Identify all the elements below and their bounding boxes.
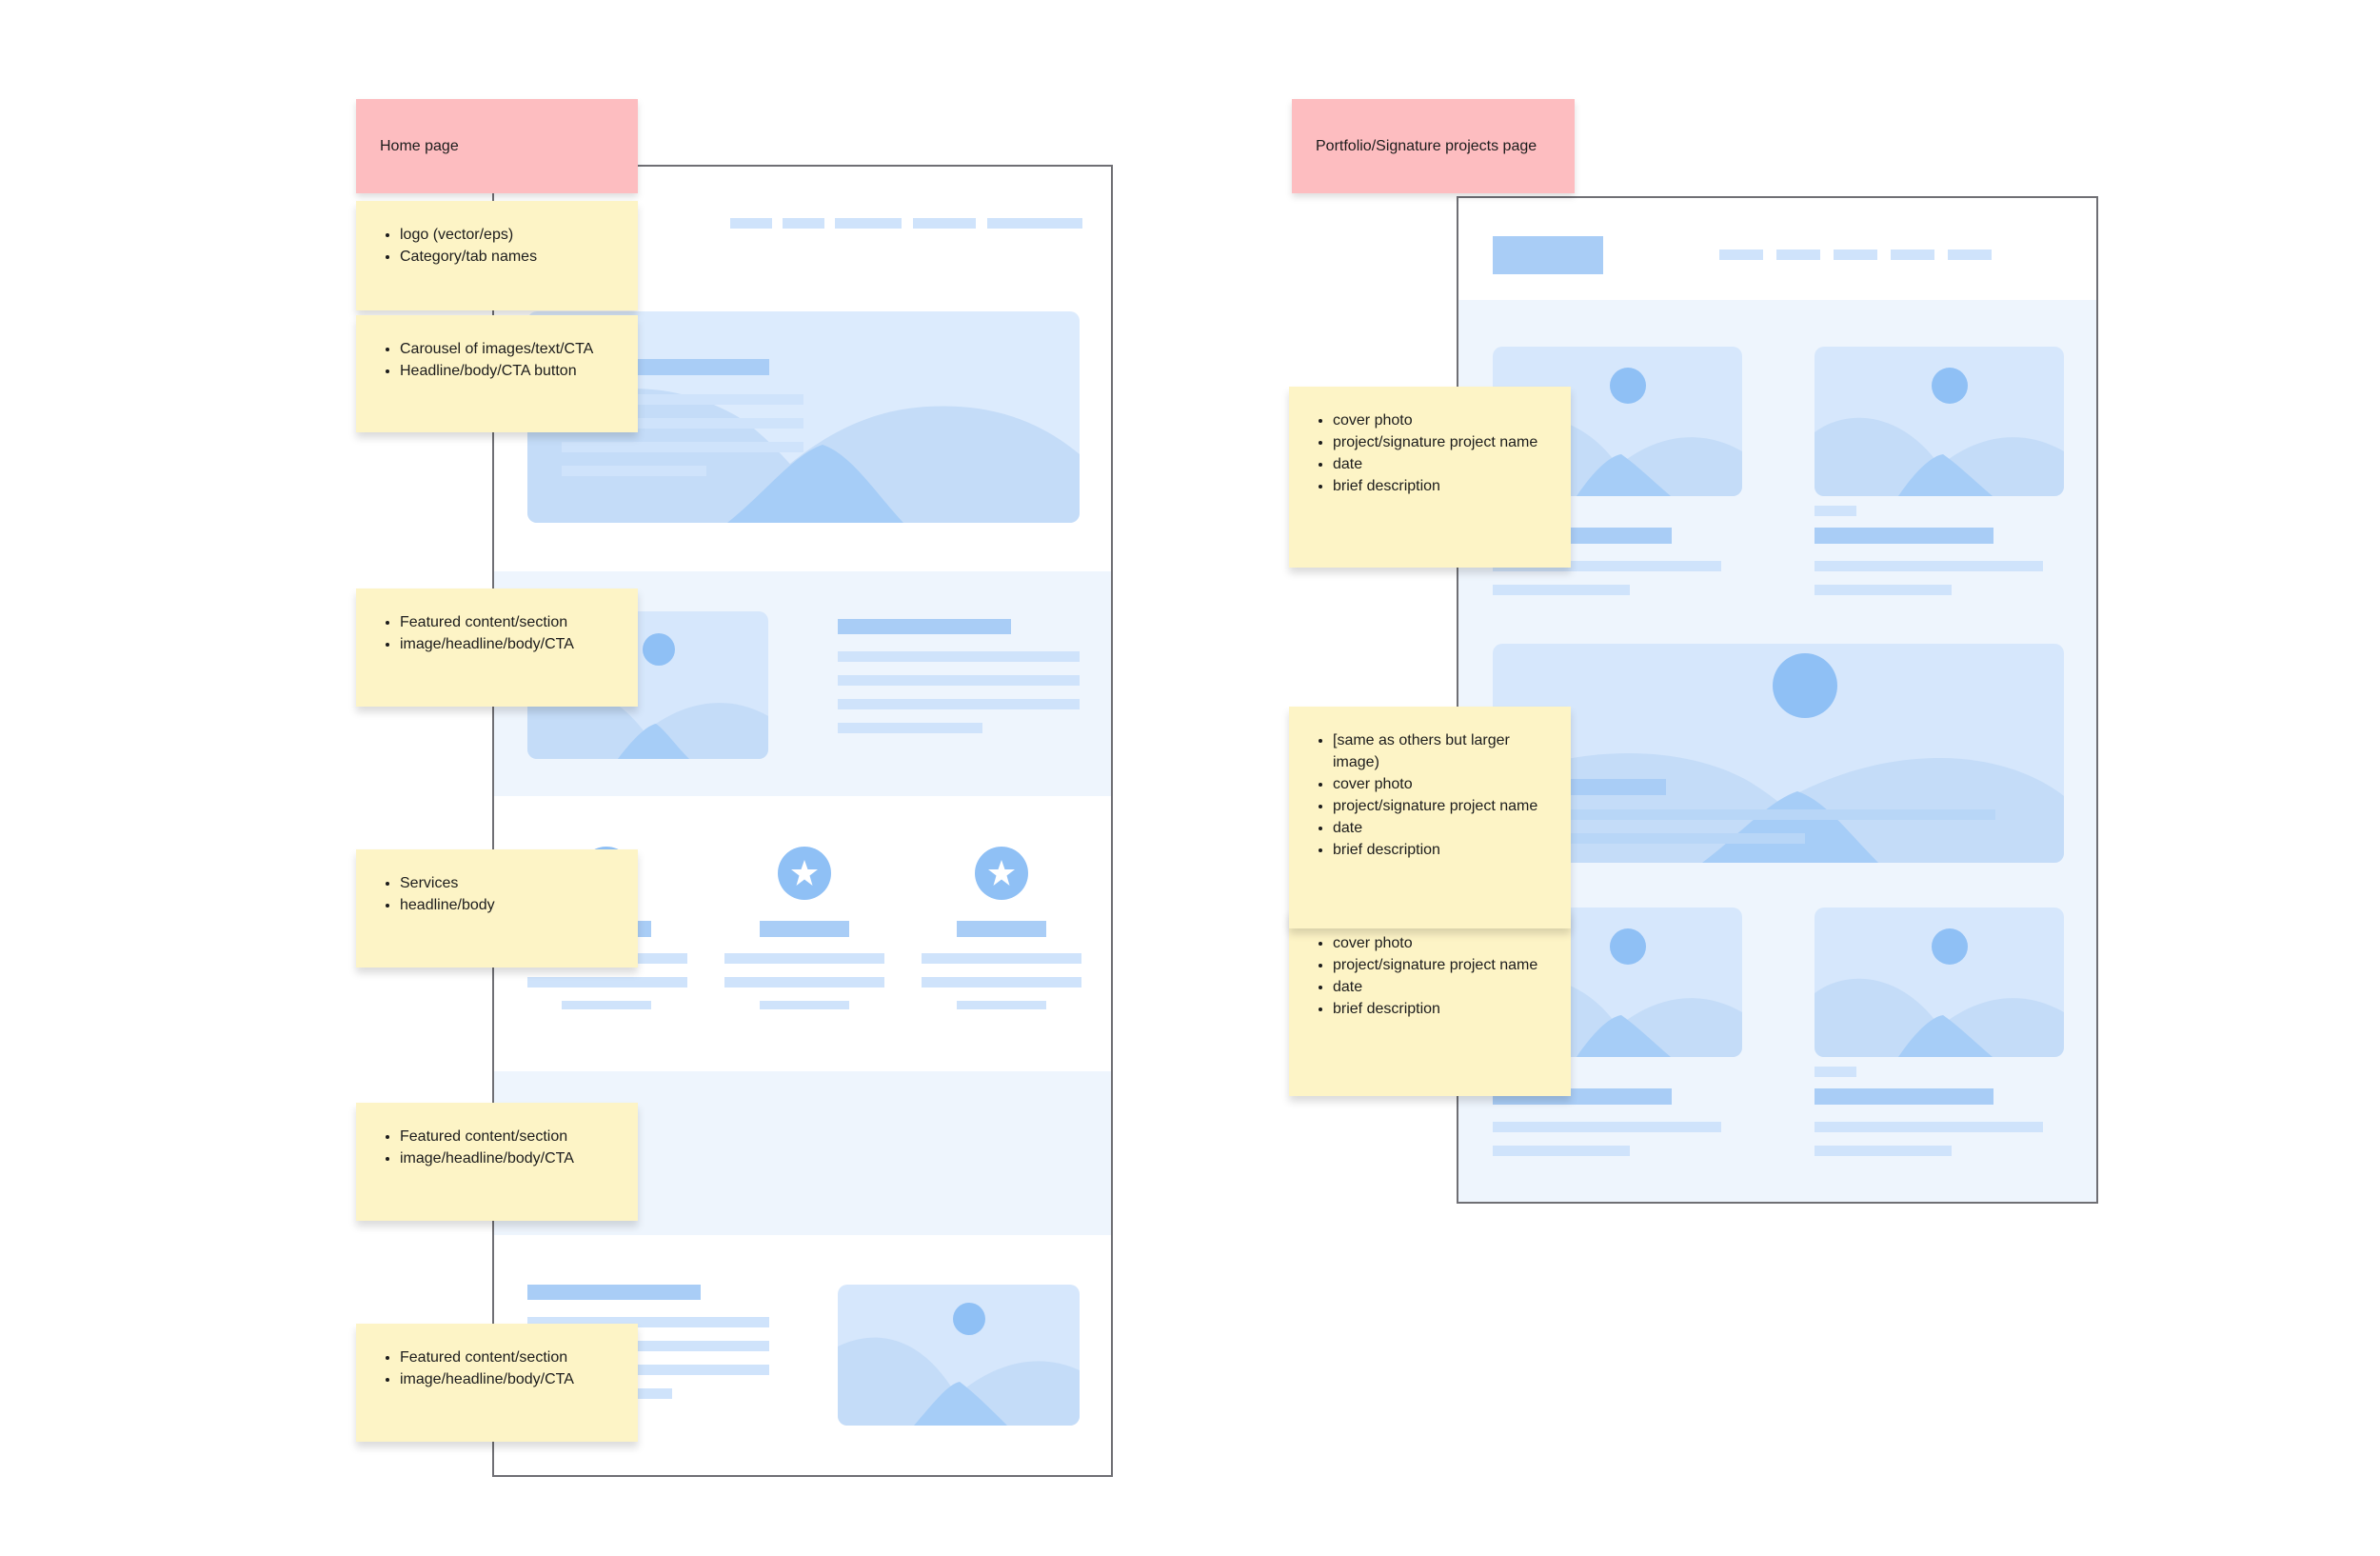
service-star-icon bbox=[778, 847, 831, 900]
note-item: Featured content/section bbox=[400, 611, 615, 633]
home-note-featured-2[interactable]: Featured content/section image/headline/… bbox=[356, 1103, 638, 1221]
project-cover-photo bbox=[1815, 347, 2064, 496]
portfolio-note-signature-project[interactable]: [same as others but larger image) cover … bbox=[1289, 707, 1571, 928]
note-item: brief description bbox=[1333, 475, 1548, 497]
landscape-image-icon bbox=[527, 633, 768, 759]
note-item: Headline/body/CTA button bbox=[400, 360, 615, 382]
portfolio-page-title: Portfolio/Signature projects page bbox=[1316, 137, 1537, 154]
service-text-placeholder bbox=[922, 977, 1081, 987]
featured-headline-placeholder bbox=[527, 1285, 701, 1300]
note-item: date bbox=[1333, 976, 1548, 998]
signature-project-description-placeholder bbox=[1527, 833, 1805, 844]
project-name-placeholder bbox=[1815, 528, 1993, 544]
note-item: logo (vector/eps) bbox=[400, 224, 615, 246]
portfolio-note-project-3[interactable]: cover photo project/signature project na… bbox=[1289, 909, 1571, 1096]
note-item: Featured content/section bbox=[400, 1347, 615, 1368]
note-item: brief description bbox=[1333, 998, 1548, 1020]
note-item: brief description bbox=[1333, 839, 1548, 861]
project-date-placeholder bbox=[1815, 506, 1856, 516]
featured-headline-placeholder bbox=[838, 619, 1011, 634]
home-note-carousel[interactable]: Carousel of images/text/CTA Headline/bod… bbox=[356, 315, 638, 432]
service-text-placeholder bbox=[527, 977, 687, 987]
nav-link-placeholder bbox=[1719, 249, 1763, 260]
project-cover-photo bbox=[1815, 908, 2064, 1057]
portfolio-page-title-tag[interactable]: Portfolio/Signature projects page bbox=[1292, 99, 1575, 193]
project-description-placeholder bbox=[1815, 1122, 2043, 1132]
signature-project-description-placeholder bbox=[1527, 809, 1995, 820]
signature-project-cover-photo bbox=[1493, 644, 2064, 863]
project-date-placeholder bbox=[1815, 1067, 1856, 1077]
featured-text-placeholder bbox=[838, 723, 982, 733]
note-item: project/signature project name bbox=[1333, 954, 1548, 976]
featured-text-placeholder bbox=[838, 675, 1080, 686]
service-text-placeholder bbox=[724, 953, 884, 964]
note-item: Carousel of images/text/CTA bbox=[400, 338, 615, 360]
home-note-featured-1[interactable]: Featured content/section image/headline/… bbox=[356, 588, 638, 707]
hero-text-placeholder bbox=[562, 442, 803, 452]
home-page-title-tag[interactable]: Home page bbox=[356, 99, 638, 193]
project-description-placeholder bbox=[1493, 1146, 1630, 1156]
service-text-placeholder bbox=[724, 977, 884, 987]
project-description-placeholder bbox=[1493, 561, 1721, 571]
service-star-icon bbox=[975, 847, 1028, 900]
project-description-placeholder bbox=[1815, 561, 2043, 571]
service-headline-placeholder bbox=[760, 921, 849, 937]
note-item: Category/tab names bbox=[400, 246, 615, 268]
home-note-logo[interactable]: logo (vector/eps) Category/tab names bbox=[356, 201, 638, 310]
hero-text-placeholder bbox=[562, 466, 706, 476]
note-item: image/headline/body/CTA bbox=[400, 1147, 615, 1169]
logo-placeholder bbox=[1493, 236, 1603, 274]
note-item: Featured content/section bbox=[400, 1126, 615, 1147]
home-note-featured-3[interactable]: Featured content/section image/headline/… bbox=[356, 1324, 638, 1442]
project-description-placeholder bbox=[1815, 585, 1952, 595]
note-item: [same as others but larger image) bbox=[1333, 729, 1548, 773]
service-text-placeholder bbox=[562, 1001, 651, 1009]
note-item: cover photo bbox=[1333, 932, 1548, 954]
note-item: cover photo bbox=[1333, 773, 1548, 795]
note-item: project/signature project name bbox=[1333, 431, 1548, 453]
nav-link-placeholder bbox=[835, 218, 902, 229]
note-item: Services bbox=[400, 872, 615, 894]
landscape-image-icon bbox=[1815, 928, 2064, 1057]
nav-link-placeholder bbox=[913, 218, 976, 229]
featured-text-placeholder bbox=[527, 1365, 769, 1375]
note-item: cover photo bbox=[1333, 409, 1548, 431]
service-text-placeholder bbox=[760, 1001, 849, 1009]
project-description-placeholder bbox=[1493, 585, 1630, 595]
home-page-wireframe bbox=[492, 165, 1113, 1477]
landscape-image-icon bbox=[1815, 368, 2064, 496]
note-item: project/signature project name bbox=[1333, 795, 1548, 817]
hero-text-placeholder bbox=[562, 394, 803, 405]
landscape-image-icon bbox=[838, 1303, 1080, 1426]
nav-link-placeholder bbox=[730, 218, 772, 229]
home-note-services[interactable]: Services headline/body bbox=[356, 849, 638, 968]
featured-image bbox=[838, 1285, 1080, 1426]
hero-text-placeholder bbox=[562, 418, 803, 429]
home-page-title: Home page bbox=[380, 137, 459, 154]
nav-link-placeholder bbox=[987, 218, 1082, 229]
portfolio-note-project-1[interactable]: cover photo project/signature project na… bbox=[1289, 387, 1571, 568]
nav-link-placeholder bbox=[1776, 249, 1820, 260]
project-name-placeholder bbox=[1815, 1088, 1993, 1105]
nav-link-placeholder bbox=[1891, 249, 1934, 260]
service-text-placeholder bbox=[957, 1001, 1046, 1009]
nav-link-placeholder bbox=[1948, 249, 1992, 260]
note-item: date bbox=[1333, 817, 1548, 839]
project-description-placeholder bbox=[1815, 1146, 1952, 1156]
service-text-placeholder bbox=[922, 953, 1081, 964]
featured-text-placeholder bbox=[838, 699, 1080, 709]
landscape-image-icon bbox=[1493, 653, 2064, 863]
nav-link-placeholder bbox=[783, 218, 824, 229]
note-item: date bbox=[1333, 453, 1548, 475]
featured-text-placeholder bbox=[527, 1317, 769, 1327]
note-item: image/headline/body/CTA bbox=[400, 633, 615, 655]
featured-image bbox=[527, 611, 768, 759]
note-item: headline/body bbox=[400, 894, 615, 916]
note-item: image/headline/body/CTA bbox=[400, 1368, 615, 1390]
service-headline-placeholder bbox=[957, 921, 1046, 937]
nav-link-placeholder bbox=[1834, 249, 1877, 260]
project-description-placeholder bbox=[1493, 1122, 1721, 1132]
featured-text-placeholder bbox=[838, 651, 1080, 662]
featured-text-placeholder bbox=[527, 1341, 769, 1351]
